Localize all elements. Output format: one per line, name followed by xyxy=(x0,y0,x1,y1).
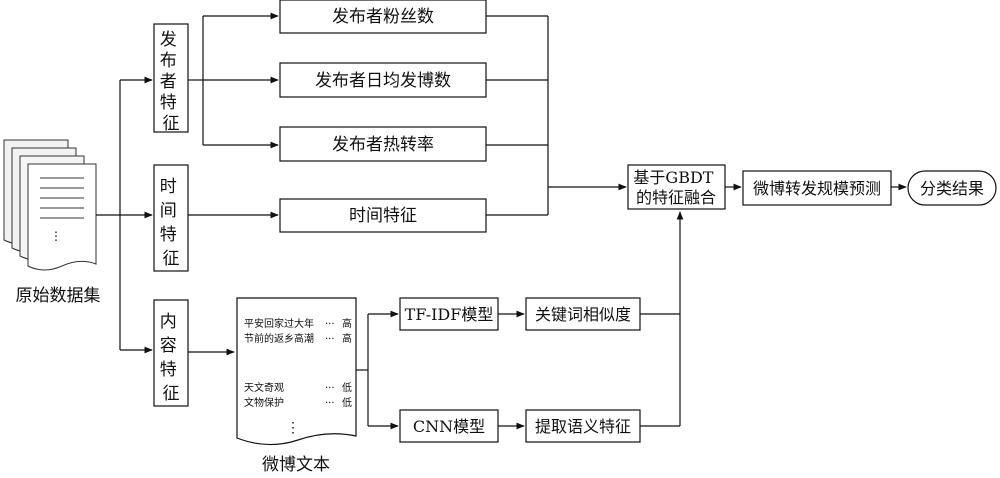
daily-posts-feature-box: 发布者日均发博数 xyxy=(279,62,487,98)
svg-text:关键词相似度: 关键词相似度 xyxy=(535,305,631,324)
source-connectors xyxy=(96,76,153,354)
svg-text:TF-IDF模型: TF-IDF模型 xyxy=(405,305,494,324)
svg-text:时间特征: 时间特征 xyxy=(349,206,417,226)
content-merge-connectors xyxy=(640,211,684,427)
repost-prediction-box: 微博转发规模预测 xyxy=(742,170,892,206)
merge-connectors xyxy=(486,15,627,216)
svg-text:微博转发规模预测: 微博转发规模预测 xyxy=(753,179,881,198)
svg-text:低: 低 xyxy=(342,381,352,394)
gbdt-fusion-box: 基于GBDT 的特征融合 xyxy=(627,164,726,210)
svg-text:文物保护: 文物保护 xyxy=(244,396,284,409)
svg-text:节前的返乡高潮: 节前的返乡高潮 xyxy=(244,332,314,345)
time-feature-box: 时 间 特 征 xyxy=(153,164,189,272)
text-to-model-connectors xyxy=(356,310,399,430)
cnn-model-box: CNN模型 xyxy=(399,409,499,443)
svg-text:基于GBDT 的特征融合: 基于GBDT 的特征融合 xyxy=(633,168,718,207)
semantic-feature-box: 提取语义特征 xyxy=(525,409,641,443)
svg-text:分类结果: 分类结果 xyxy=(920,179,984,198)
svg-text:发布者热转率: 发布者热转率 xyxy=(332,135,434,155)
svg-text:内 容 特 征: 内 容 特 征 xyxy=(160,312,182,404)
tfidf-model-box: TF-IDF模型 xyxy=(399,297,499,331)
svg-text:低: 低 xyxy=(342,396,352,409)
svg-text:高: 高 xyxy=(342,332,352,345)
svg-text:时 间 特 征: 时 间 特 征 xyxy=(160,177,182,269)
svg-text:发布者粉丝数: 发布者粉丝数 xyxy=(332,7,434,27)
weibo-text-document: 平安回家过大年 ··· 高 节前的返乡高潮 ··· 高 天文奇观 ··· 低 文… xyxy=(236,297,357,446)
classification-result-box: 分类结果 xyxy=(907,170,997,206)
svg-text:···: ··· xyxy=(325,334,335,345)
svg-text:提取语义特征: 提取语义特征 xyxy=(535,417,631,436)
svg-text:发布者日均发博数: 发布者日均发博数 xyxy=(315,71,451,91)
fans-feature-box: 发布者粉丝数 xyxy=(279,0,487,34)
svg-text:平安回家过大年: 平安回家过大年 xyxy=(244,317,314,330)
svg-text:⋮: ⋮ xyxy=(50,229,62,243)
svg-text:···: ··· xyxy=(325,398,335,409)
time-feature-detail-box: 时间特征 xyxy=(279,198,487,233)
svg-text:高: 高 xyxy=(342,317,352,330)
publisher-connectors xyxy=(188,12,279,219)
svg-text:···: ··· xyxy=(325,383,335,394)
keyword-similarity-box: 关键词相似度 xyxy=(525,297,641,331)
content-feature-box: 内 容 特 征 xyxy=(153,299,189,407)
weibo-text-label: 微博文本 xyxy=(262,455,330,475)
svg-text:天文奇观: 天文奇观 xyxy=(244,381,284,394)
svg-text:CNN模型: CNN模型 xyxy=(413,417,485,436)
hot-repost-feature-box: 发布者热转率 xyxy=(279,126,487,162)
svg-text:发 布 者 特: 发 布 者 特 征 xyxy=(160,30,182,134)
svg-text:···: ··· xyxy=(325,319,335,330)
publisher-feature-box: 发 布 者 特 征 xyxy=(153,23,189,134)
svg-text:⋮: ⋮ xyxy=(286,420,300,436)
raw-dataset-icon: ⋮ xyxy=(3,139,97,271)
raw-dataset-label: 原始数据集 xyxy=(16,286,101,306)
